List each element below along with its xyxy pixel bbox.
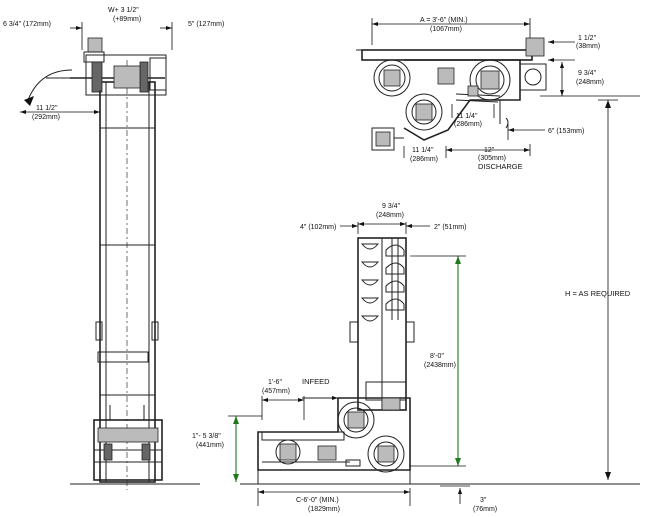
dim-three-mm: (76mm) [473,506,497,513]
side-casing [99,81,156,483]
dim-a: A = 3'-6" (MIN.) [420,17,468,24]
dim-one-five: 1"- 5 3/8" [192,433,221,440]
dim-eleven-half: 11 1/2" [36,105,58,112]
head-frame [361,49,533,61]
rotation-arc [27,69,73,101]
dim-one-six-mm: (457mm) [262,388,290,395]
side-motor [87,37,103,53]
dim-a-mm: (1067mm) [430,26,462,33]
boot-sprocket-left [337,401,375,439]
label-h: H = AS REQUIRED [565,289,631,298]
dim-eight: 8'-0" [430,353,444,360]
dim-twelve: 12" [484,147,495,154]
dim-eleven-quarter-b: 11 1/4" [412,147,434,154]
boot-sprocket-right [367,435,405,473]
side-elevation [20,22,200,490]
head-housing [403,59,521,141]
dim-w-plus-mm: (+89mm) [113,16,141,23]
head-motor [525,37,545,57]
dim-eleven-quarter-a-mm: (286mm) [454,121,482,128]
dim-left-width: 6 3/4" (172mm) [3,21,51,28]
dim-twelve-mm: (305mm) [478,155,506,162]
dim-four: 4" (102mm) [300,224,336,231]
infeed-conveyor [261,431,345,441]
bucket [360,243,380,250]
dim-one-half: 1 1/2" [578,35,597,42]
dim-two: 2" (51mm) [434,224,466,231]
dim-nine-three-quarter-top: 9 3/4" [578,70,597,77]
label-infeed: INFEED [302,377,330,386]
dim-c: C-6'-0" (MIN.) [296,497,339,504]
dim-c-mm: (1829mm) [308,506,340,513]
label-discharge: DISCHARGE [478,162,523,171]
dim-eight-mm: (2438mm) [424,362,456,369]
dim-three: 3" [480,497,487,504]
dim-nine-three-quarter-mid-mm: (248mm) [376,212,404,219]
dim-w-plus: W+ 3 1/2" [108,7,139,14]
dim-six: 6" (153mm) [548,128,584,135]
dim-one-half-mm: (38mm) [576,43,600,50]
dim-nine-three-quarter-top-mm: (248mm) [576,79,604,86]
head-sprocket-left [373,59,411,97]
front-elevation [228,18,640,506]
head-sprocket-mid [405,93,443,131]
dim-eleven-quarter-b-mm: (286mm) [410,156,438,163]
dim-eleven-quarter-a: 11 1/4" [456,113,478,120]
dim-five: 5" (127mm) [188,21,224,28]
dim-eleven-half-mm: (292mm) [32,114,60,121]
dim-one-six: 1'-6" [268,379,282,386]
dim-one-five-mm: (441mm) [196,442,224,449]
dim-nine-three-quarter-mid: 9 3/4" [382,203,401,210]
